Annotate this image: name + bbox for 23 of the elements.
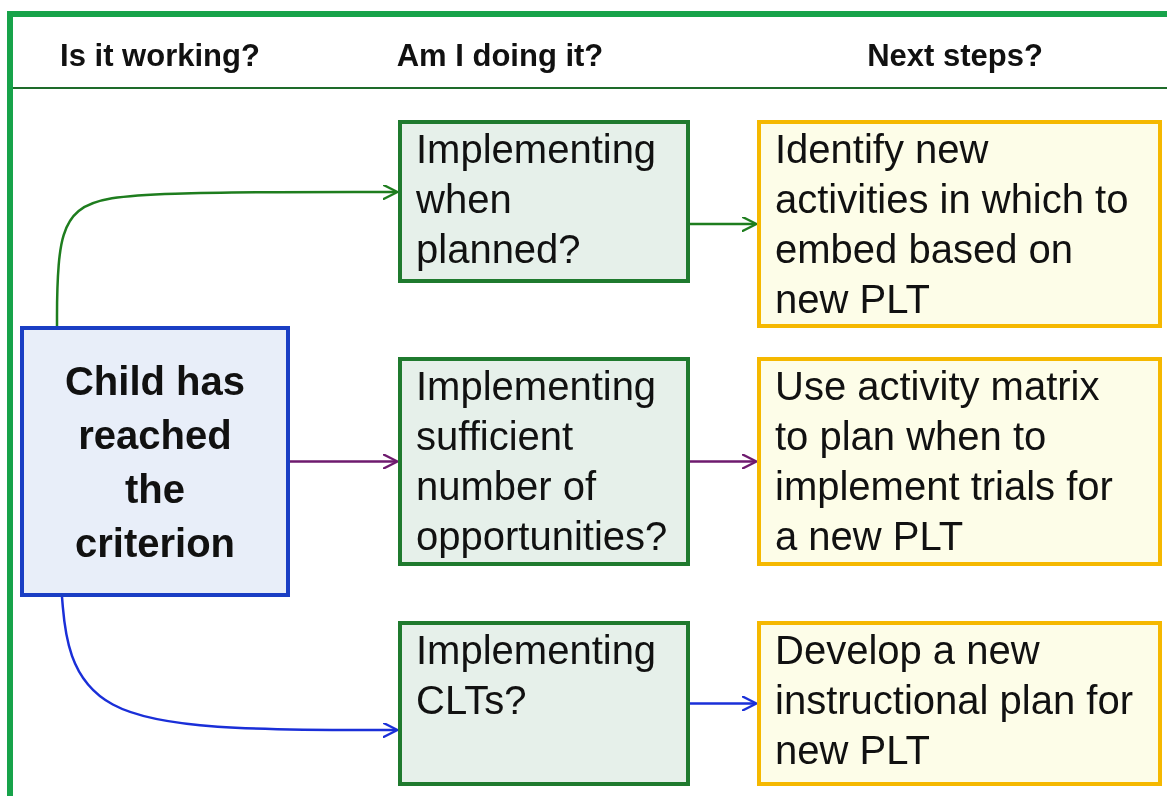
node-text: Child has reached the criterion (64, 357, 246, 567)
node-text: Implementing sufficient number of opportunities? (416, 363, 669, 560)
column-heading: Next steps? (867, 38, 1043, 74)
question-box (398, 621, 690, 786)
node-text: Implementing CLTs? (416, 627, 658, 724)
criterion-box (20, 326, 290, 597)
node-text: Use activity matrix to plan when to implement trials for a new PLT (775, 363, 1114, 560)
next-step-box (757, 357, 1162, 566)
next-step-box (757, 120, 1162, 328)
column-heading: Am I doing it? (396, 38, 604, 74)
next-step-box (757, 621, 1162, 786)
arrow (290, 452, 399, 471)
column-heading: Is it working? (60, 38, 260, 74)
arrow (690, 694, 758, 713)
node-text: Identify new activities in which to embed based on new PLT (775, 126, 1130, 323)
question-box (398, 120, 690, 283)
question-box (398, 357, 690, 566)
node-text: Develop a new instructional plan for new PLT (775, 627, 1134, 774)
arrow (55, 183, 399, 326)
arrow (690, 452, 758, 471)
arrow (60, 596, 399, 739)
node-text: Implementing when planned? (416, 126, 658, 273)
arrow (690, 215, 758, 233)
